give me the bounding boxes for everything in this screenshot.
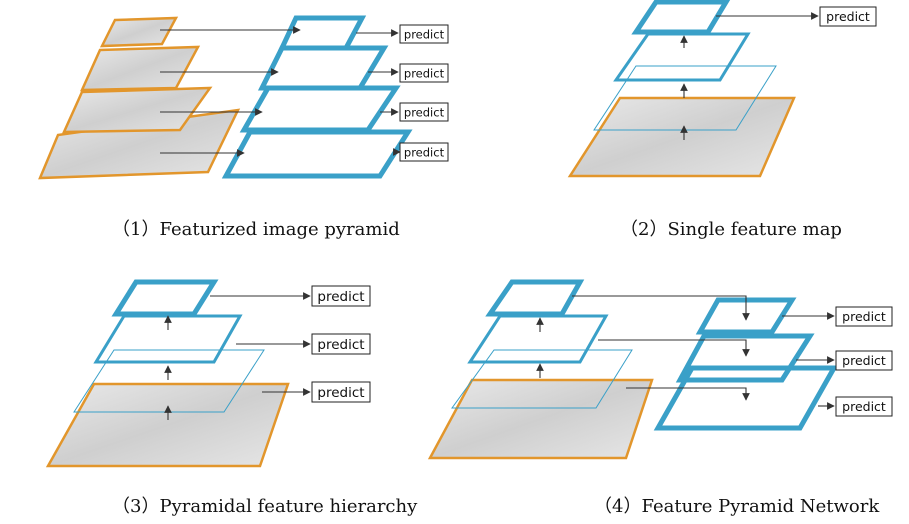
arrow xyxy=(572,295,750,321)
feature-map xyxy=(467,314,609,364)
feature-map xyxy=(257,45,389,91)
feature-map xyxy=(695,297,797,335)
svg-text:predict: predict xyxy=(404,106,445,120)
arrow xyxy=(626,387,750,401)
predict-box: predict xyxy=(311,381,371,403)
feature-map xyxy=(631,0,731,35)
panel-1-featurized-image-pyramid: predict predict predict predict xyxy=(38,15,449,180)
arrow xyxy=(598,339,750,357)
svg-text:predict: predict xyxy=(826,9,870,24)
predict-box: predict xyxy=(835,396,893,417)
feature-map xyxy=(73,349,265,413)
image-layer xyxy=(427,378,654,460)
svg-text:predict: predict xyxy=(317,337,364,353)
svg-text:predict: predict xyxy=(842,309,886,324)
panel-3-pyramidal-feature-hierarchy: predict predict predict xyxy=(45,279,371,468)
predict-box: predict xyxy=(311,285,371,307)
feature-map xyxy=(111,279,219,317)
feature-map xyxy=(221,129,413,179)
svg-text:predict: predict xyxy=(317,289,364,305)
image-layer xyxy=(45,382,290,468)
feature-map xyxy=(653,365,839,431)
predict-box: predict xyxy=(311,333,371,355)
panel-2-single-feature-map: predict xyxy=(567,0,877,178)
svg-text:predict: predict xyxy=(317,385,364,401)
svg-text:predict: predict xyxy=(404,28,445,42)
feature-map xyxy=(239,85,401,133)
svg-text:predict: predict xyxy=(404,67,445,81)
svg-text:predict: predict xyxy=(404,146,445,160)
predict-box: predict xyxy=(399,102,449,122)
svg-text:predict: predict xyxy=(842,353,886,368)
predict-box: predict xyxy=(819,6,877,27)
feature-map xyxy=(485,279,585,317)
image-layer xyxy=(80,45,201,92)
caption-panel-3: （3）Pyramidal feature hierarchy xyxy=(112,496,418,517)
feature-map xyxy=(93,314,243,364)
caption-panel-1: （1）Featurized image pyramid xyxy=(112,219,400,240)
caption-panel-4: （4）Feature Pyramid Network xyxy=(594,496,880,517)
image-layer xyxy=(567,96,796,178)
feature-map xyxy=(613,32,751,82)
caption-panel-2: （2）Single feature map xyxy=(620,219,842,240)
panel-4-feature-pyramid-network: predict predict predict xyxy=(427,279,893,460)
predict-box: predict xyxy=(399,142,449,162)
predict-box: predict xyxy=(399,63,449,83)
predict-box: predict xyxy=(835,350,893,371)
svg-text:predict: predict xyxy=(842,399,886,414)
feature-map xyxy=(675,333,815,383)
image-layer xyxy=(99,16,179,48)
predict-box: predict xyxy=(399,24,449,44)
predict-box: predict xyxy=(835,306,893,327)
feature-map xyxy=(278,15,367,51)
